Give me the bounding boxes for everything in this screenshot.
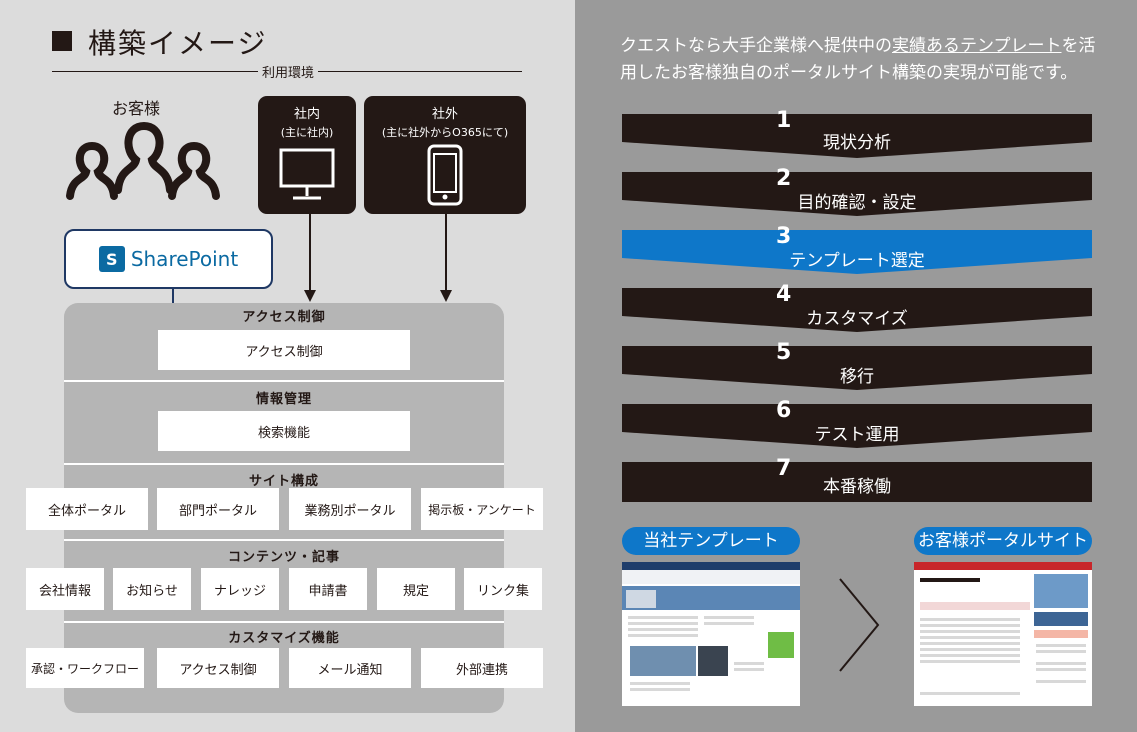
external-arrow-icon [436, 214, 456, 304]
internal-title: 社内 [258, 103, 356, 122]
customer-portal-screenshot [914, 562, 1092, 706]
feature-box: ナレッジ [201, 568, 279, 610]
feature-box: アクセス制御 [157, 648, 279, 688]
sharepoint-box: S SharePoint [64, 229, 273, 289]
feature-box: 会社情報 [26, 568, 104, 610]
internal-arrow-icon [300, 214, 320, 304]
template-thumbnail-image [622, 562, 800, 706]
step-label: 目的確認・設定 [622, 188, 1092, 213]
desktop-monitor-icon [277, 146, 337, 206]
step-label: テスト運用 [622, 420, 1092, 445]
step-label: カスタマイズ [622, 304, 1092, 329]
external-title: 社外 [364, 103, 526, 122]
section-divider [64, 539, 504, 541]
feature-box: 外部連携 [421, 648, 543, 688]
intro-text: クエストなら大手企業様へ提供中の実績あるテンプレートを活用したお客様独自のポータ… [620, 33, 1110, 87]
chevron-right-icon [836, 575, 886, 675]
feature-box: 規定 [377, 568, 455, 610]
feature-box: 承認・ワークフロー [26, 648, 144, 688]
feature-box: お知らせ [113, 568, 191, 610]
step-label: テンプレート選定 [622, 246, 1092, 271]
section-divider [64, 463, 504, 465]
customer-label: お客様 [112, 95, 160, 119]
step-label: 移行 [622, 362, 1092, 387]
feature-box: メール通知 [289, 648, 411, 688]
intro-underlined: 実績あるテンプレート [892, 36, 1062, 56]
sharepoint-connector [172, 289, 174, 303]
section-title-info: 情報管理 [64, 388, 504, 407]
feature-box: 検索機能 [158, 411, 410, 451]
sharepoint-logo-icon: S [99, 246, 125, 272]
feature-box: リンク集 [464, 568, 542, 610]
feature-box: 業務別ポータル [289, 488, 411, 530]
section-title-site: サイト構成 [64, 470, 504, 489]
section-title-access: アクセス制御 [64, 306, 504, 325]
feature-box: 申請書 [289, 568, 367, 610]
square-bullet-icon [52, 31, 72, 51]
feature-box: アクセス制御 [158, 330, 410, 370]
step-label: 現状分析 [622, 128, 1092, 153]
template-screenshot [622, 562, 800, 706]
external-env-box: 社外 (主に社外からO365にて) [364, 96, 526, 214]
feature-box: 部門ポータル [157, 488, 279, 530]
customers-icon [62, 118, 222, 202]
sharepoint-name: SharePoint [131, 247, 238, 271]
internal-sub: (主に社内) [258, 124, 356, 140]
page-title: 構築イメージ [52, 22, 267, 62]
feature-box: 掲示板・アンケート [421, 488, 543, 530]
left-panel: 構築イメージ 利用環境 お客様 社内 (主に社内) 社外 (主に社外からO365… [0, 0, 575, 732]
section-title-contents: コンテンツ・記事 [64, 546, 504, 565]
template-pill: 当社テンプレート [622, 527, 800, 555]
env-label: 利用環境 [258, 62, 318, 81]
customer-portal-thumbnail-image [914, 562, 1092, 706]
smartphone-icon [425, 144, 465, 206]
section-title-customize: カスタマイズ機能 [64, 627, 504, 646]
section-divider [64, 380, 504, 382]
internal-env-box: 社内 (主に社内) [258, 96, 356, 214]
section-divider [64, 621, 504, 623]
external-sub: (主に社外からO365にて) [364, 124, 526, 140]
feature-box: 全体ポータル [26, 488, 148, 530]
customer-portal-pill: お客様ポータルサイト [914, 527, 1092, 555]
step-label: 本番稼働 [622, 472, 1092, 497]
